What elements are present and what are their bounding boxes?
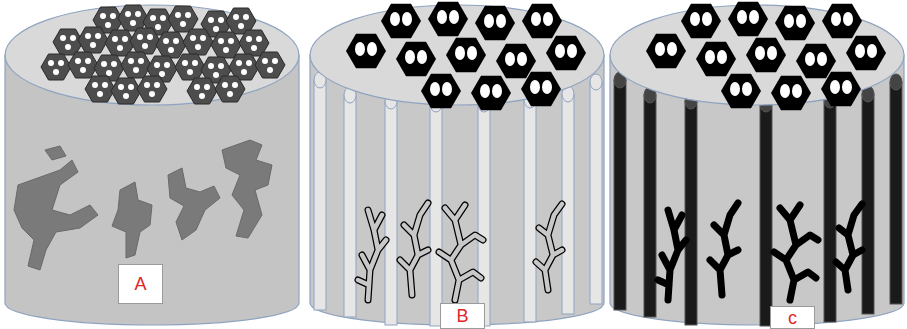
pore-hexagons: [346, 2, 586, 111]
panel-letter: B: [456, 307, 468, 325]
panel-letter: A: [134, 275, 146, 293]
pore-hexagons: [41, 5, 285, 104]
cylinder-a: [5, 5, 299, 325]
cylinder-b: [310, 2, 604, 326]
label-box: A: [118, 264, 163, 304]
panel-letter: c: [788, 309, 797, 327]
dendrite-outlines: [358, 203, 562, 300]
label-box: B: [440, 303, 485, 329]
channel-tubes: [314, 72, 602, 326]
label-box: c: [770, 306, 815, 329]
filled-dendrites: [658, 203, 862, 300]
pore-hexagons: [646, 2, 886, 111]
filled-tubes: [614, 72, 902, 326]
cylinder-c: [610, 2, 904, 326]
internal-pores: [14, 140, 272, 270]
